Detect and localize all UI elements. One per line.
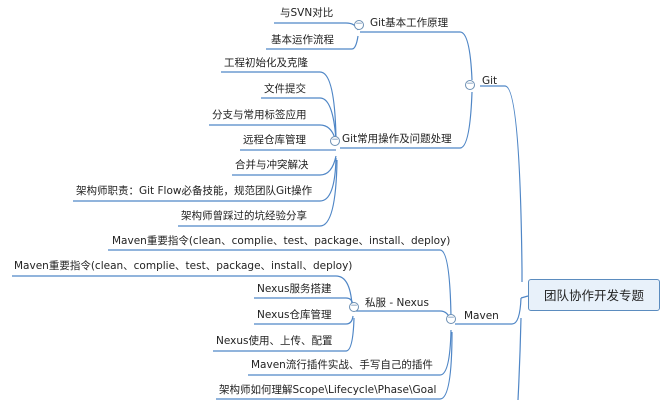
leaf-pitfalls[interactable]: 架构师曾踩过的坑经验分享 xyxy=(181,210,307,222)
branch-git-ops[interactable]: Git常用操作及问题处理 xyxy=(342,133,452,145)
collapse-toggle-icon[interactable] xyxy=(354,20,364,30)
leaf-nexus-repo[interactable]: Nexus仓库管理 xyxy=(257,309,332,321)
branch-git[interactable]: Git xyxy=(482,75,498,87)
leaf-remote-repo[interactable]: 远程仓库管理 xyxy=(243,134,306,146)
leaf-branch-tag[interactable]: 分支与常用标签应用 xyxy=(212,109,307,121)
leaf-maven-cmd-2[interactable]: Maven重要指令(clean、complie、test、package、ins… xyxy=(14,260,353,272)
root-topic[interactable]: 团队协作开发专题 xyxy=(528,279,660,311)
collapse-toggle-icon[interactable] xyxy=(465,80,475,90)
leaf-init-clone[interactable]: 工程初始化及克隆 xyxy=(224,57,308,69)
collapse-toggle-icon[interactable] xyxy=(349,302,359,312)
branch-git-basics[interactable]: Git基本工作原理 xyxy=(370,17,449,29)
leaf-maven-cmd-1[interactable]: Maven重要指令(clean、complie、test、package、ins… xyxy=(112,235,451,247)
collapse-toggle-icon[interactable] xyxy=(330,136,340,146)
leaf-file-commit[interactable]: 文件提交 xyxy=(264,83,306,95)
leaf-merge-conflict[interactable]: 合并与冲突解决 xyxy=(235,159,309,171)
leaf-maven-plugin[interactable]: Maven流行插件实战、手写自己的插件 xyxy=(251,359,433,371)
leaf-scope-lifecycle[interactable]: 架构师如何理解Scope\Lifecycle\Phase\Goal xyxy=(219,384,437,396)
branch-maven[interactable]: Maven xyxy=(464,310,499,322)
leaf-nexus-usage[interactable]: Nexus使用、上传、配置 xyxy=(216,335,333,347)
leaf-basic-flow[interactable]: 基本运作流程 xyxy=(271,34,334,46)
leaf-gitflow[interactable]: 架构师职责：Git Flow必备技能，规范团队Git操作 xyxy=(76,185,313,197)
collapse-toggle-icon[interactable] xyxy=(446,314,456,324)
leaf-nexus-setup[interactable]: Nexus服务搭建 xyxy=(257,283,332,295)
branch-nexus[interactable]: 私服 - Nexus xyxy=(365,297,429,309)
leaf-svn-compare[interactable]: 与SVN对比 xyxy=(280,7,334,19)
